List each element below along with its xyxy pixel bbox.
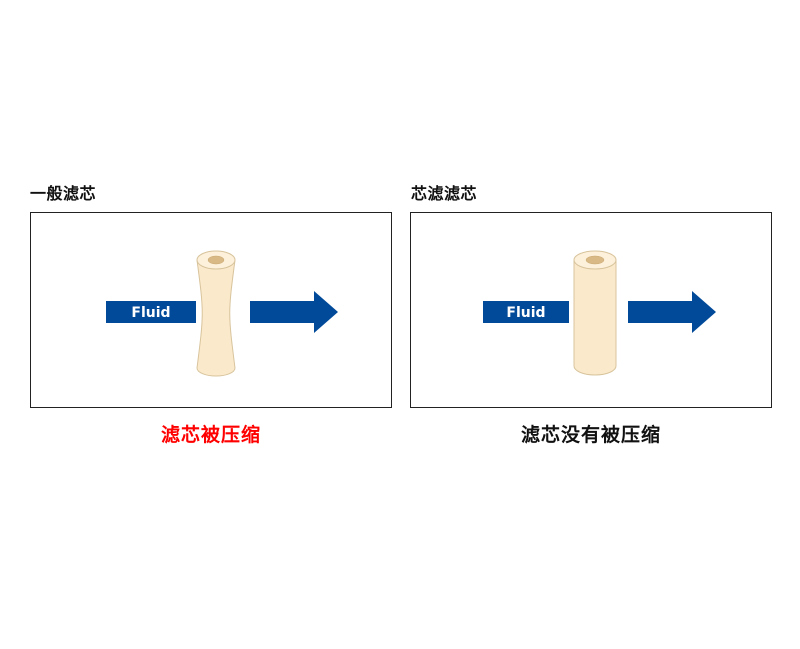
left-panel-caption: 滤芯被压缩 — [30, 420, 392, 447]
flow-output-arrow — [628, 291, 716, 333]
right-panel-title: 芯滤滤芯 — [411, 180, 477, 204]
flow-output-arrow — [250, 291, 338, 333]
left-diagram-panel: Fluid — [30, 212, 392, 408]
compressed-filter-diagram: Fluid — [31, 213, 393, 409]
fluid-label: Fluid — [506, 305, 545, 321]
cartridge-core-hole — [208, 256, 224, 264]
uncompressed-filter-diagram: Fluid — [411, 213, 773, 409]
cartridge-core-hole — [586, 256, 604, 264]
right-panel-caption: 滤芯没有被压缩 — [410, 420, 772, 447]
fluid-label: Fluid — [131, 305, 170, 321]
uncompressed-filter-cartridge — [574, 260, 616, 375]
compressed-filter-cartridge — [197, 260, 235, 376]
left-panel-title: 一般滤芯 — [30, 180, 96, 204]
right-diagram-panel: Fluid — [410, 212, 772, 408]
